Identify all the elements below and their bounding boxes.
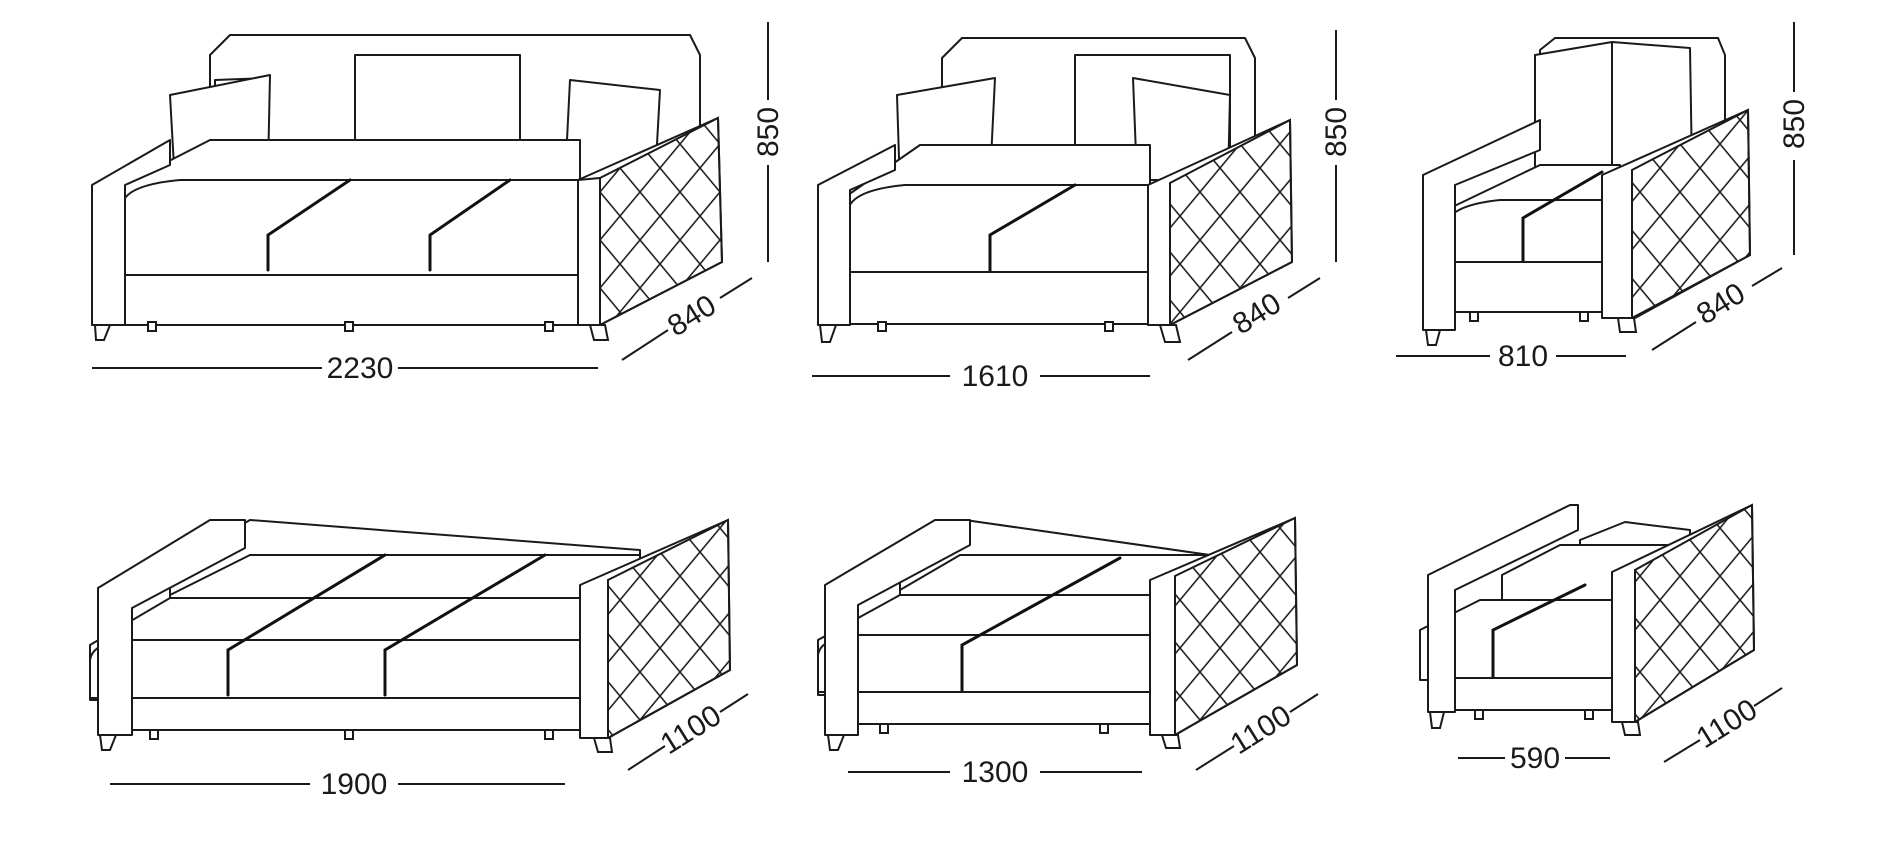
chair-depth-label: 840 — [1691, 277, 1751, 332]
sofa-2-seater-unfolded — [817, 516, 1299, 751]
sofa3-depth-label: 840 — [662, 289, 722, 344]
sofa2-height-label: 850 — [1320, 107, 1353, 157]
bed2-length-label: 1100 — [1225, 699, 1297, 761]
sofa-3-seater-unfolded — [89, 518, 732, 753]
bedchair-length-label: 1100 — [1691, 693, 1763, 755]
sofa2-depth-label: 840 — [1227, 287, 1287, 342]
armchair-unfolded — [1419, 503, 1756, 736]
chair-width-label: 810 — [1498, 340, 1548, 373]
armchair-folded — [1422, 37, 1752, 346]
bed3-width-label: 1900 — [321, 768, 388, 801]
sofa2-width-label: 1610 — [962, 360, 1029, 393]
chair-height-label: 850 — [1778, 99, 1811, 149]
bedchair-width-label: 590 — [1510, 742, 1560, 775]
bed2-width-label: 1300 — [962, 756, 1029, 789]
sofa3-width-label: 2230 — [327, 352, 394, 385]
sofa-3-seater-folded — [91, 34, 724, 341]
bed3-length-label: 1100 — [655, 699, 727, 761]
sofa-2-seater-folded — [817, 37, 1294, 343]
sofa3-height-label: 850 — [752, 107, 785, 157]
